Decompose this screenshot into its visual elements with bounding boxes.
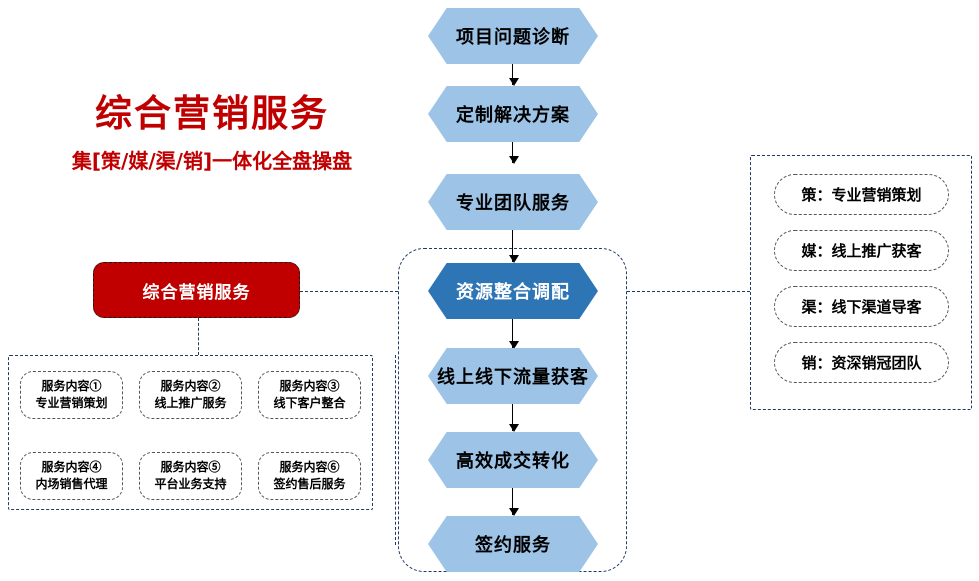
flow-arrow-4 <box>508 319 519 349</box>
flow-arrow-3 <box>508 230 519 263</box>
service-item-1-line1: 服务内容① <box>41 378 102 393</box>
service-item-5-line1: 服务内容⑤ <box>160 459 221 474</box>
connector-flow-to-services <box>395 355 396 545</box>
title-block: 综合营销服务 集[策/媒/渠/销]一体化全盘操盘 <box>62 92 362 174</box>
flow-arrow-6 <box>508 488 519 516</box>
flow-arrow-1 <box>508 64 519 86</box>
service-item-3-line2: 线下客户整合 <box>273 396 346 410</box>
service-item-2[interactable]: 服务内容② 线上推广服务 <box>139 371 242 419</box>
capability-item-mei[interactable]: 媒：线上推广获客 <box>774 230 949 271</box>
service-item-3-line1: 服务内容③ <box>279 378 340 393</box>
service-item-4[interactable]: 服务内容④ 内场销售代理 <box>20 452 123 500</box>
service-item-1[interactable]: 服务内容① 专业营销策划 <box>20 371 123 419</box>
flow-arrow-5 <box>508 404 519 432</box>
service-item-2-line2: 线上推广服务 <box>154 396 227 410</box>
connector-flow-to-capabilities <box>627 291 750 292</box>
connector-red-to-flow <box>300 291 398 292</box>
capabilities-container <box>750 155 972 410</box>
service-item-4-line2: 内场销售代理 <box>35 477 108 491</box>
service-item-6[interactable]: 服务内容⑥ 签约售后服务 <box>258 452 361 500</box>
highlight-box[interactable]: 综合营销服务 <box>93 262 300 318</box>
service-item-1-line2: 专业营销策划 <box>35 396 108 410</box>
flow-arrow-2 <box>508 142 519 164</box>
service-item-5[interactable]: 服务内容⑤ 平台业务支持 <box>139 452 242 500</box>
flow-node-6[interactable]: 高效成交转化 <box>428 432 598 488</box>
capability-item-qu[interactable]: 渠：线下渠道导客 <box>774 286 949 327</box>
service-item-4-line1: 服务内容④ <box>41 459 102 474</box>
flow-node-7[interactable]: 签约服务 <box>428 516 598 572</box>
flow-node-2[interactable]: 定制解决方案 <box>428 86 598 142</box>
flow-node-3[interactable]: 专业团队服务 <box>428 174 598 230</box>
service-item-3[interactable]: 服务内容③ 线下客户整合 <box>258 371 361 419</box>
service-item-6-line1: 服务内容⑥ <box>279 459 340 474</box>
connector-red-to-services <box>198 318 199 355</box>
flow-node-5[interactable]: 线上线下流量获客 <box>428 348 598 404</box>
flow-node-4[interactable]: 资源整合调配 <box>428 263 598 319</box>
capability-item-xiao[interactable]: 销：资深销冠团队 <box>774 342 949 383</box>
services-container <box>8 355 373 510</box>
capability-item-ce[interactable]: 策：专业营销策划 <box>774 174 949 215</box>
service-item-2-line1: 服务内容② <box>160 378 221 393</box>
service-item-6-line2: 签约售后服务 <box>273 477 346 491</box>
page-title: 综合营销服务 <box>95 92 329 135</box>
service-item-5-line2: 平台业务支持 <box>154 477 227 491</box>
page-subtitle: 集[策/媒/渠/销]一体化全盘操盘 <box>71 148 353 173</box>
flow-node-1[interactable]: 项目问题诊断 <box>428 8 598 64</box>
